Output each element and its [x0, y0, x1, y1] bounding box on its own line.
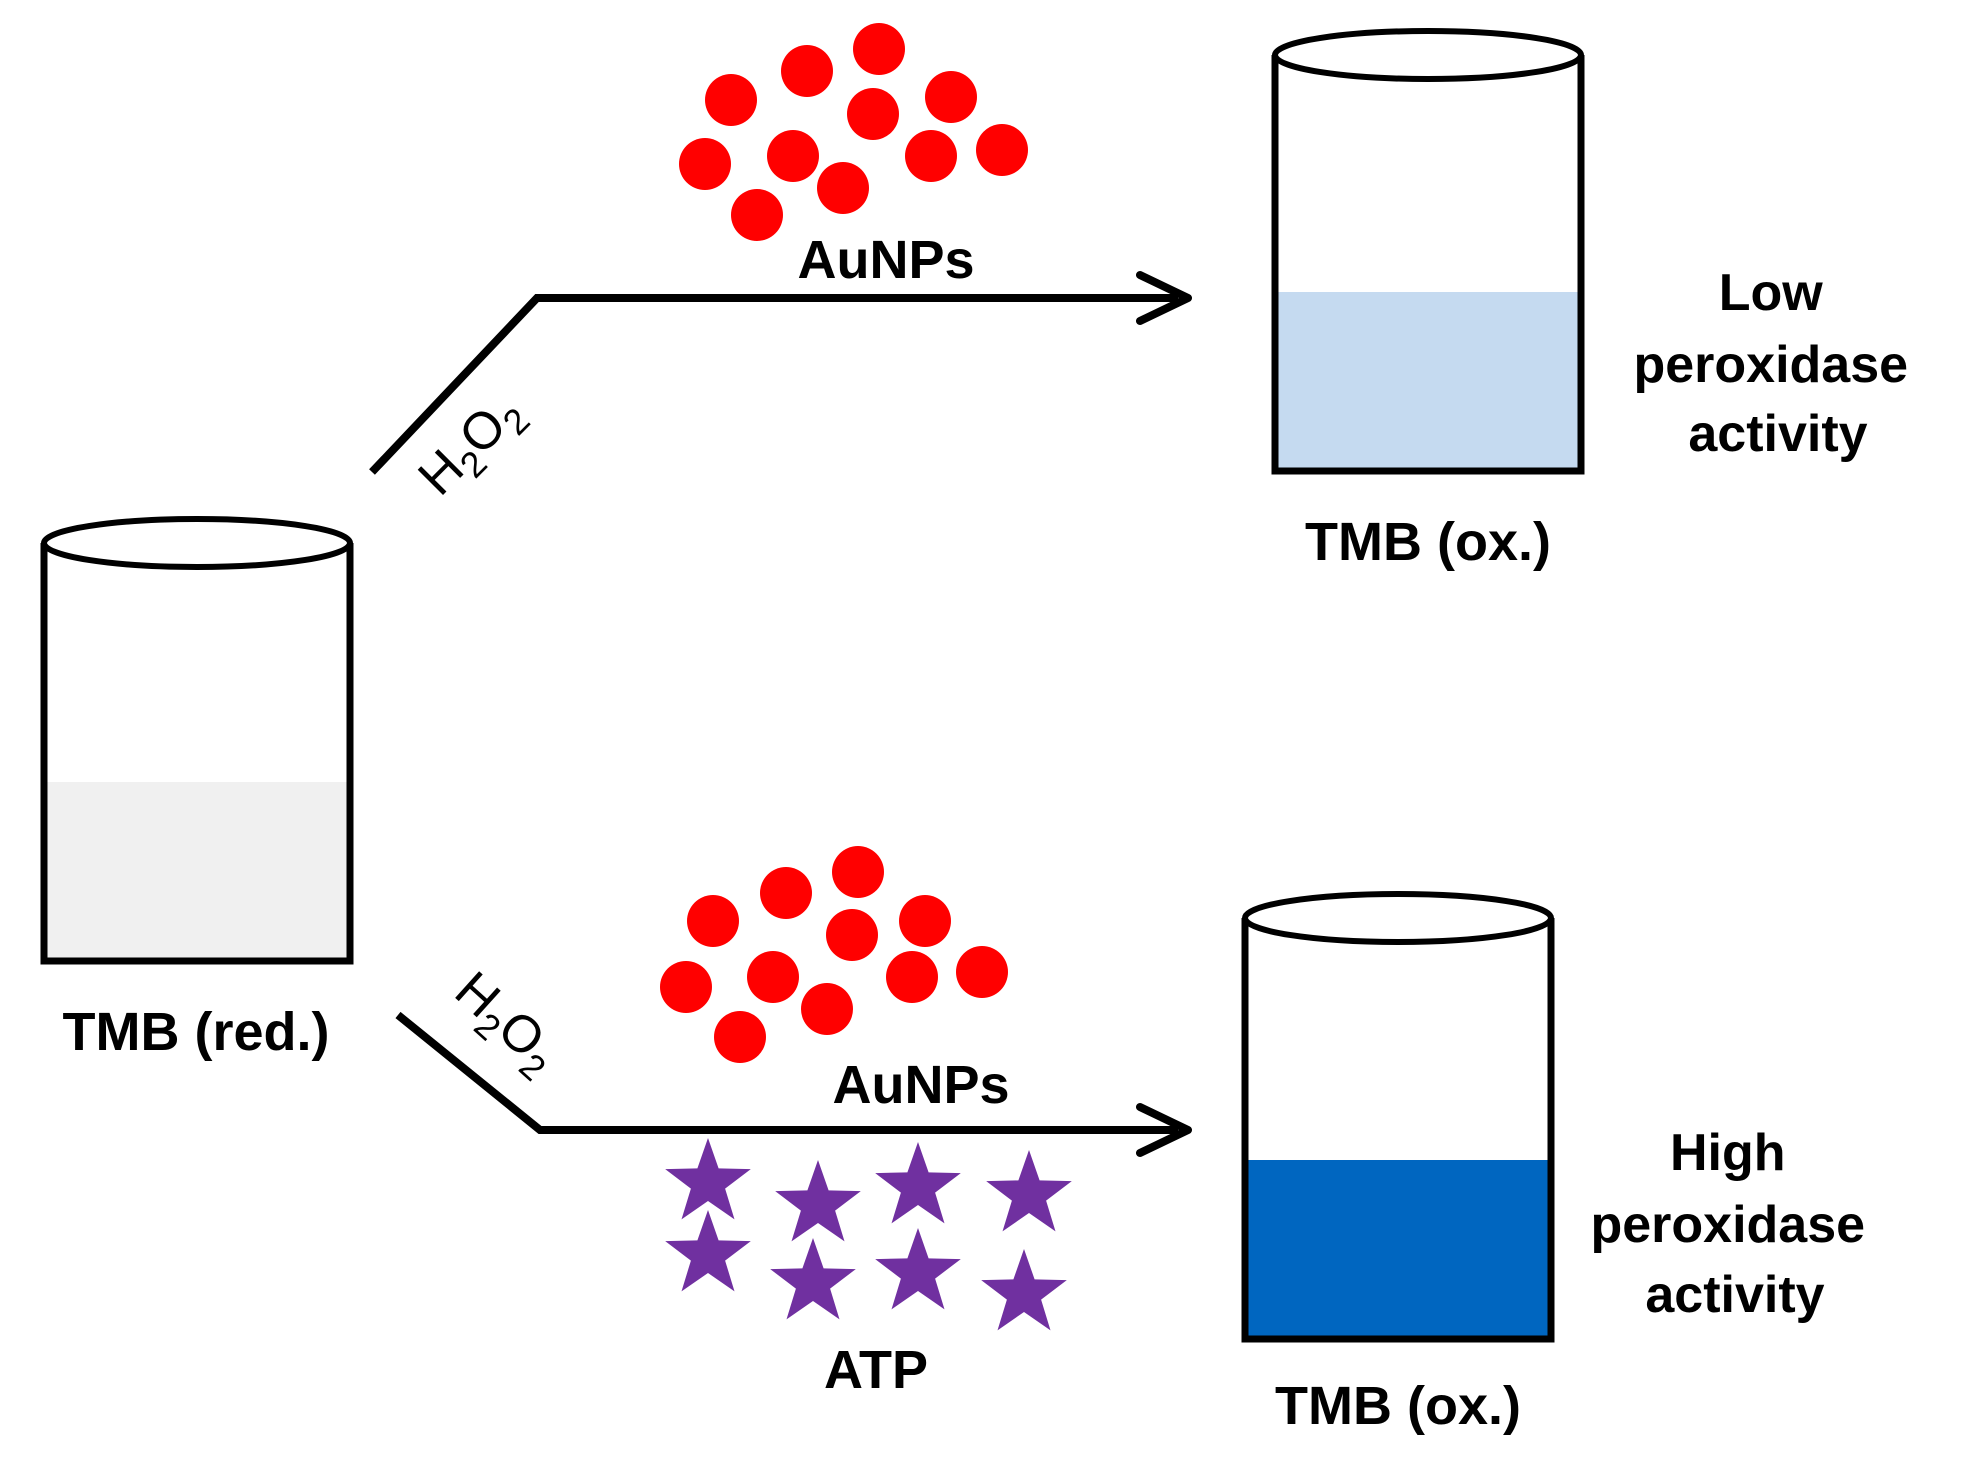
- beaker-rim: [1242, 891, 1554, 945]
- bottom-aunps-cluster: [660, 846, 1008, 1063]
- additive-label: ATP: [824, 1340, 928, 1400]
- nanoparticle-dot-icon: [976, 124, 1028, 176]
- nanoparticle-dot-icon: [826, 909, 878, 961]
- beaker-rim: [41, 516, 353, 570]
- star-icon: [770, 1238, 856, 1320]
- beaker-rim: [1272, 28, 1584, 82]
- top-result-text: Low peroxidase activity: [1633, 264, 1922, 463]
- nanoparticle-dot-icon: [905, 130, 957, 182]
- nanoparticle-dot-icon: [679, 138, 731, 190]
- nanoparticle-dot-icon: [714, 1011, 766, 1063]
- bottom-product-label: TMB (ox.): [1275, 1376, 1521, 1436]
- start-beaker: [40, 516, 354, 965]
- bottom-result-text: High peroxidase activity: [1590, 1124, 1879, 1324]
- nanoparticle-dot-icon: [817, 162, 869, 214]
- nanoparticle-dot-icon: [705, 74, 757, 126]
- nanoparticle-dot-icon: [731, 189, 783, 241]
- bottom-catalyst-label: AuNPs: [832, 1055, 1009, 1115]
- star-icon: [875, 1142, 961, 1224]
- star-icon: [665, 1138, 751, 1220]
- star-icon: [665, 1210, 751, 1292]
- beaker-icon: [1271, 55, 1585, 475]
- nanoparticle-dot-icon: [687, 895, 739, 947]
- nanoparticle-dot-icon: [853, 23, 905, 75]
- top-reagent-label: H2O2: [407, 382, 537, 512]
- nanoparticle-dot-icon: [660, 961, 712, 1013]
- star-icon: [875, 1228, 961, 1310]
- nanoparticle-dot-icon: [925, 71, 977, 123]
- top-beaker-liquid: [1275, 292, 1581, 471]
- star-icon: [986, 1150, 1072, 1232]
- nanoparticle-dot-icon: [886, 951, 938, 1003]
- bottom-product-beaker: [1241, 891, 1555, 1343]
- atp-stars-cluster: [665, 1138, 1072, 1331]
- start-beaker-liquid: [44, 782, 350, 961]
- top-reaction-arrow: [369, 271, 1192, 475]
- nanoparticle-dot-icon: [781, 45, 833, 97]
- nanoparticle-dot-icon: [956, 946, 1008, 998]
- beaker-icon: [40, 543, 354, 965]
- top-aunps-cluster: [679, 23, 1028, 241]
- nanoparticle-dot-icon: [899, 895, 951, 947]
- top-product-beaker: [1271, 28, 1585, 475]
- nanoparticle-dot-icon: [760, 867, 812, 919]
- start-label: TMB (red.): [63, 1002, 330, 1062]
- bottom-reaction-arrow: [395, 1011, 1192, 1157]
- star-icon: [775, 1160, 861, 1242]
- nanoparticle-dot-icon: [767, 130, 819, 182]
- top-catalyst-label: AuNPs: [797, 230, 974, 290]
- nanoparticle-dot-icon: [747, 951, 799, 1003]
- nanoparticle-dot-icon: [847, 88, 899, 140]
- nanoparticle-dot-icon: [832, 846, 884, 898]
- bottom-beaker-liquid: [1245, 1160, 1551, 1339]
- star-icon: [981, 1249, 1067, 1331]
- top-product-label: TMB (ox.): [1305, 512, 1551, 572]
- nanoparticle-dot-icon: [801, 983, 853, 1035]
- bottom-reagent-label: H2O2: [439, 961, 571, 1089]
- beaker-icon: [1241, 918, 1555, 1343]
